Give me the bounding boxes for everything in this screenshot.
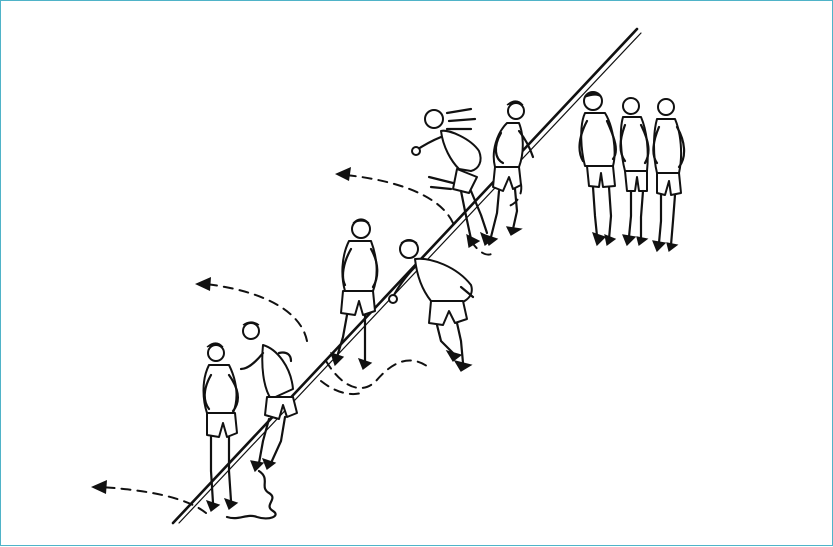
player-standing-right-3 — [653, 99, 684, 251]
player-standing-right-2 — [621, 98, 649, 245]
player-running-upper-right — [485, 101, 533, 245]
movement-arrow-top — [335, 167, 453, 223]
player-standing-right-1 — [580, 92, 616, 245]
running-path-squiggle — [227, 471, 276, 518]
running-path-loop-lower — [321, 360, 431, 394]
player-bending-middle — [389, 240, 473, 371]
